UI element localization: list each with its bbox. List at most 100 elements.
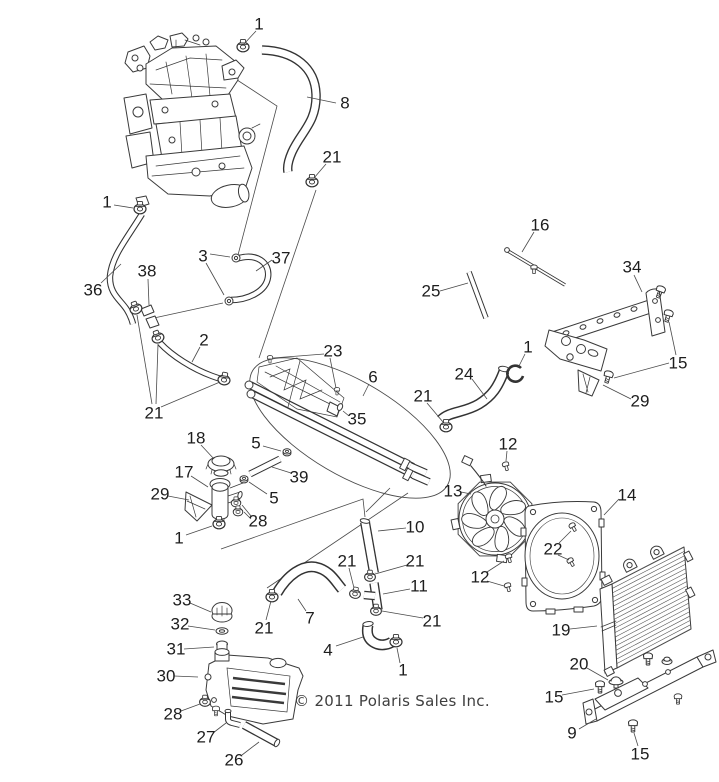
leader-line xyxy=(578,718,597,730)
fan-shroud xyxy=(520,501,606,615)
leader-line xyxy=(272,353,325,359)
callout-7: 7 xyxy=(305,609,314,628)
callout-21: 21 xyxy=(323,148,342,167)
bottle-30 xyxy=(204,648,304,725)
leader-line xyxy=(348,567,355,589)
callout-34: 34 xyxy=(623,258,642,277)
leader-line xyxy=(439,282,469,292)
leader-line xyxy=(521,231,535,253)
leader-line xyxy=(155,343,159,405)
callout-21: 21 xyxy=(145,404,164,423)
leader-line xyxy=(517,353,526,369)
callout-31: 31 xyxy=(167,640,186,659)
nut-5b xyxy=(239,475,249,484)
bracket-29-left xyxy=(184,491,213,522)
callout-19: 19 xyxy=(552,621,571,640)
leader-line xyxy=(113,204,134,209)
callout-4: 4 xyxy=(323,641,332,660)
callout-26: 26 xyxy=(225,751,244,770)
callout-32: 32 xyxy=(171,615,190,634)
radiator-tab xyxy=(650,545,665,560)
callout-1: 1 xyxy=(102,193,111,212)
leader-line xyxy=(262,445,282,452)
elbow-fitting-27 xyxy=(224,708,241,728)
filler-neck-17 xyxy=(209,478,244,529)
radiator-fin-line xyxy=(611,546,685,585)
radiator-fin-line xyxy=(616,624,691,664)
callout-24: 24 xyxy=(455,365,474,384)
callout-13: 13 xyxy=(444,482,463,501)
filler-cap-18 xyxy=(205,455,237,477)
callout-5: 5 xyxy=(269,489,278,508)
callout-22: 22 xyxy=(544,540,563,559)
leader-line xyxy=(557,554,570,561)
callout-21: 21 xyxy=(423,612,442,631)
radiator-fin-line xyxy=(616,628,692,669)
cooler-assembly xyxy=(244,355,451,499)
radiator-fin-line xyxy=(613,581,688,620)
callout-27: 27 xyxy=(197,728,216,747)
hose-7 xyxy=(272,561,347,596)
hose-8 xyxy=(261,45,321,173)
callout-37: 37 xyxy=(272,249,291,268)
leader-line xyxy=(209,253,231,258)
radiator-fins xyxy=(611,546,692,669)
callout-21: 21 xyxy=(338,552,357,571)
callout-39: 39 xyxy=(290,468,309,487)
callout-1: 1 xyxy=(398,661,407,680)
radiator-fin-line xyxy=(613,576,687,616)
radiator-fin-line xyxy=(614,594,689,633)
leader-line xyxy=(377,527,407,532)
leader-line xyxy=(167,495,190,501)
radiator-fin-line xyxy=(613,568,686,607)
callout-8: 8 xyxy=(340,94,349,113)
leader-line xyxy=(136,314,153,405)
leader-line xyxy=(633,732,639,747)
fitting-35 xyxy=(326,401,341,417)
callout-14: 14 xyxy=(618,486,637,505)
leader-line xyxy=(243,511,252,520)
leader-line xyxy=(248,481,268,495)
leader-line xyxy=(297,598,307,612)
hose-3-37 xyxy=(224,253,272,306)
leader-line xyxy=(362,383,370,397)
leader-line xyxy=(335,636,364,647)
callout-29: 29 xyxy=(151,485,170,504)
rod-16 xyxy=(504,247,566,287)
callout-28: 28 xyxy=(164,705,183,724)
leader-line xyxy=(191,346,201,363)
callout-1: 1 xyxy=(254,15,263,34)
leader-line xyxy=(382,588,411,595)
radiator-fin-line xyxy=(615,598,689,638)
leader-line xyxy=(471,378,488,400)
assembly-reference-lines xyxy=(153,75,409,589)
callout-9: 9 xyxy=(567,724,576,743)
callout-23: 23 xyxy=(324,342,343,361)
callout-15: 15 xyxy=(669,354,688,373)
leader-line xyxy=(569,625,598,630)
callout-5: 5 xyxy=(251,434,260,453)
callout-1: 1 xyxy=(174,529,183,548)
radiator-fin-line xyxy=(612,551,685,589)
leader-line xyxy=(212,722,227,734)
callout-6: 6 xyxy=(368,368,377,387)
callout-10: 10 xyxy=(406,518,425,537)
callout-35: 35 xyxy=(348,410,367,429)
callout-15: 15 xyxy=(631,745,650,764)
leader-line xyxy=(255,259,273,272)
radiator-fin-line xyxy=(612,563,686,602)
leader-line xyxy=(160,381,221,408)
callout-2: 2 xyxy=(199,331,208,350)
callout-21: 21 xyxy=(414,387,433,406)
cap-33 xyxy=(211,602,233,623)
leader-line xyxy=(147,278,150,306)
leader-line xyxy=(241,741,260,756)
leader-line xyxy=(426,402,444,423)
radiator-fin-line xyxy=(614,585,688,625)
leader-line xyxy=(561,688,595,696)
callout-29: 29 xyxy=(631,392,650,411)
fan-connector xyxy=(461,455,474,467)
callout-21: 21 xyxy=(406,552,425,571)
